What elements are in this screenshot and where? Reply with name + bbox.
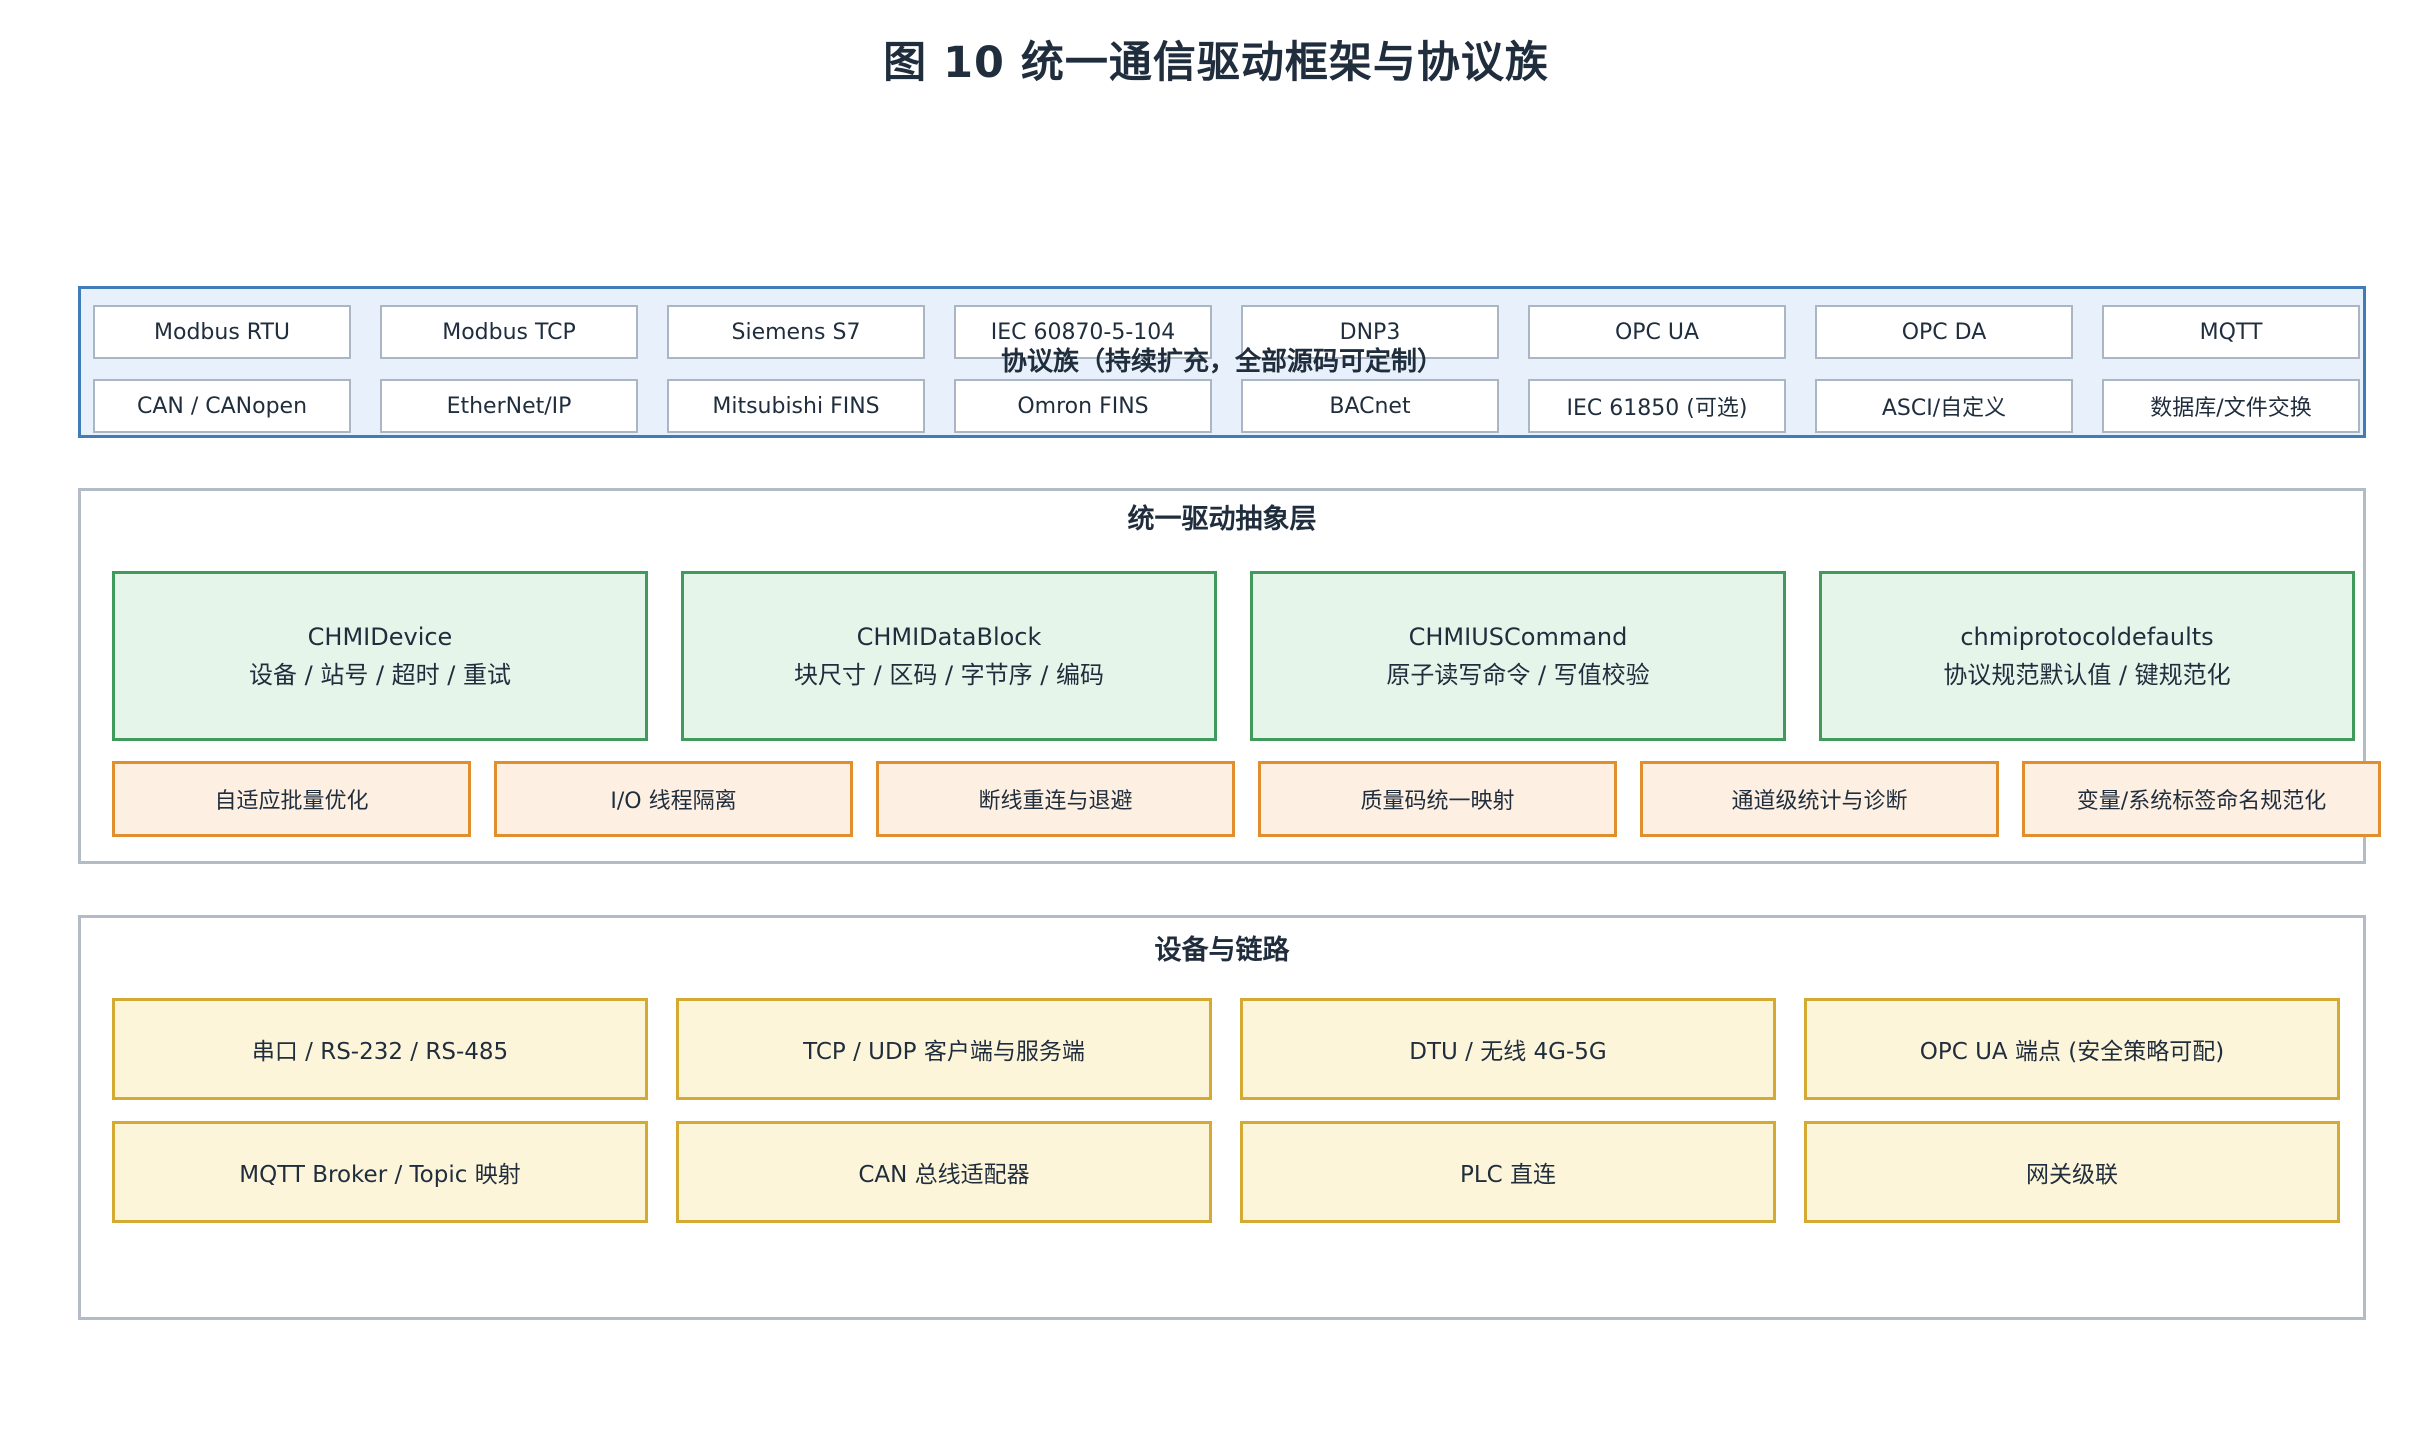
core-name: CHMIDevice <box>307 623 453 651</box>
protocol-canopen: CAN / CANopen <box>93 379 351 433</box>
link-opc-ua-endpoint: OPC UA 端点 (安全策略可配) <box>1804 998 2340 1100</box>
protocol-dnp3: DNP3 <box>1241 305 1499 359</box>
link-can-adapter: CAN 总线适配器 <box>676 1121 1212 1223</box>
feature-quality-code-mapping: 质量码统一映射 <box>1258 761 1617 837</box>
core-name: chmiprotocoldefaults <box>1960 623 2214 651</box>
link-serial: 串口 / RS-232 / RS-485 <box>112 998 648 1100</box>
protocol-ethernet-ip: EtherNet/IP <box>380 379 638 433</box>
core-desc: 设备 / 站号 / 超时 / 重试 <box>248 661 512 689</box>
page-title: 图 10 统一通信驱动框架与协议族 <box>883 38 1549 88</box>
feature-adaptive-batch: 自适应批量优化 <box>112 761 471 837</box>
core-chmidatablock: CHMIDataBlock 块尺寸 / 区码 / 字节序 / 编码 <box>681 571 1217 741</box>
protocol-siemens-s7: Siemens S7 <box>667 305 925 359</box>
protocol-bacnet: BACnet <box>1241 379 1499 433</box>
protocol-mitsubishi-fins: Mitsubishi FINS <box>667 379 925 433</box>
link-dtu-wireless: DTU / 无线 4G-5G <box>1240 998 1776 1100</box>
protocol-layer-label: 协议族（持续扩充，全部源码可定制） <box>1000 347 1443 377</box>
feature-tag-naming: 变量/系统标签命名规范化 <box>2022 761 2381 837</box>
protocol-opc-ua: OPC UA <box>1528 305 1786 359</box>
core-name: CHMIDataBlock <box>856 623 1042 651</box>
device-layer-label: 设备与链路 <box>1154 935 1290 966</box>
core-name: CHMIUSCommand <box>1408 623 1628 651</box>
core-chmidevice: CHMIDevice 设备 / 站号 / 超时 / 重试 <box>112 571 648 741</box>
protocol-opc-da: OPC DA <box>1815 305 2073 359</box>
protocol-ascii-custom: ASCI/自定义 <box>1815 379 2073 433</box>
link-tcp-udp: TCP / UDP 客户端与服务端 <box>676 998 1212 1100</box>
link-gateway-cascade: 网关级联 <box>1804 1121 2340 1223</box>
protocol-mqtt: MQTT <box>2102 305 2360 359</box>
protocol-layer: 协议族（持续扩充，全部源码可定制） Modbus RTU Modbus TCP … <box>78 286 2366 438</box>
link-mqtt-broker: MQTT Broker / Topic 映射 <box>112 1121 648 1223</box>
link-plc-direct: PLC 直连 <box>1240 1121 1776 1223</box>
core-desc: 原子读写命令 / 写值校验 <box>1386 661 1650 689</box>
feature-io-thread-isolation: I/O 线程隔离 <box>494 761 853 837</box>
feature-reconnect-backoff: 断线重连与退避 <box>876 761 1235 837</box>
core-desc: 块尺寸 / 区码 / 字节序 / 编码 <box>793 661 1105 689</box>
protocol-iec-104: IEC 60870-5-104 <box>954 305 1212 359</box>
core-chmiuscommand: CHMIUSCommand 原子读写命令 / 写值校验 <box>1250 571 1786 741</box>
protocol-iec-61850: IEC 61850 (可选) <box>1528 379 1786 433</box>
feature-channel-stats: 通道级统计与诊断 <box>1640 761 1999 837</box>
core-chmiprotocoldefaults: chmiprotocoldefaults 协议规范默认值 / 键规范化 <box>1819 571 2355 741</box>
protocol-omron-fins: Omron FINS <box>954 379 1212 433</box>
protocol-modbus-rtu: Modbus RTU <box>93 305 351 359</box>
driver-layer-label: 统一驱动抽象层 <box>1127 504 1317 535</box>
protocol-modbus-tcp: Modbus TCP <box>380 305 638 359</box>
protocol-db-file-exchange: 数据库/文件交换 <box>2102 379 2360 433</box>
driver-abstraction-layer: 统一驱动抽象层 CHMIDevice 设备 / 站号 / 超时 / 重试 CHM… <box>78 488 2381 864</box>
core-desc: 协议规范默认值 / 键规范化 <box>1943 661 2231 689</box>
device-link-layer: 设备与链路 串口 / RS-232 / RS-485 TCP / UDP 客户端… <box>78 915 2366 1320</box>
